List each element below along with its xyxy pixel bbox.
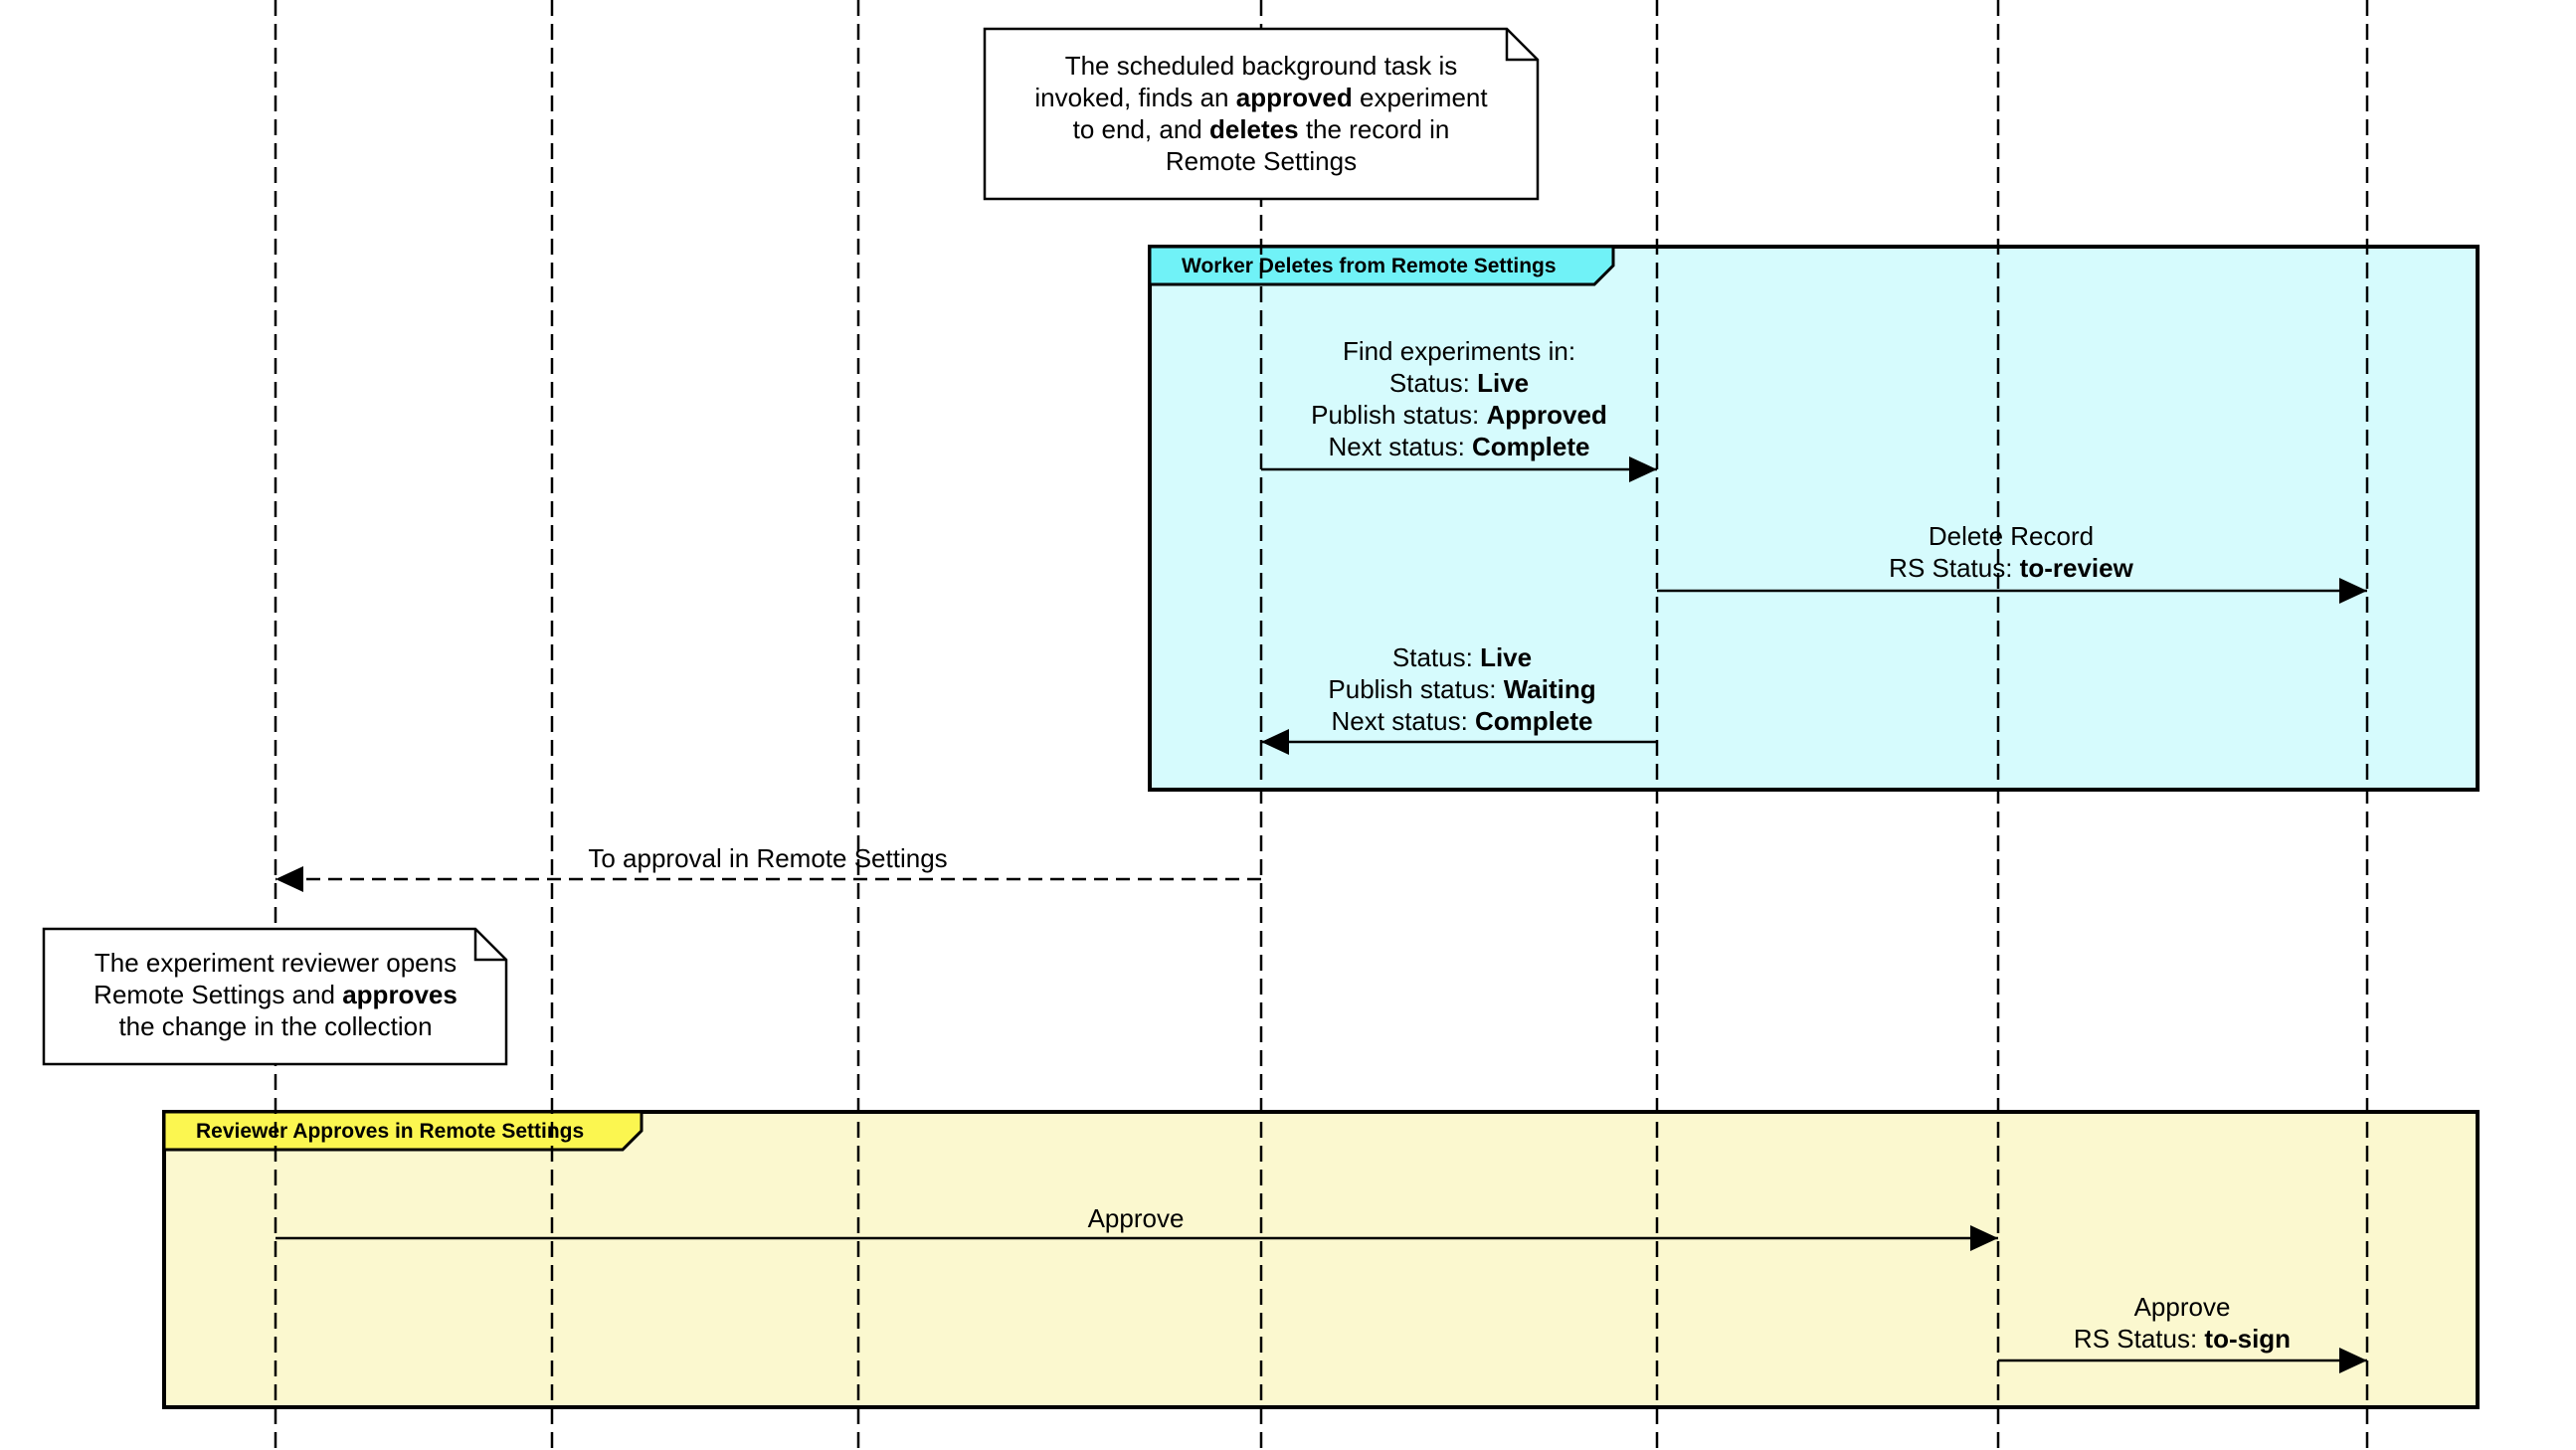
label-bold-run: Waiting (1504, 674, 1596, 704)
label-run: the record in (1299, 114, 1450, 144)
label-bold-run: to-review (2020, 553, 2134, 583)
frame-reviewer-approves: Reviewer Approves in Remote Settings (162, 1110, 2480, 1409)
message-approve-label: Approve (1088, 1203, 1185, 1233)
label-run: RS Status: (1889, 553, 2020, 583)
frame-reviewer-tab (162, 1110, 644, 1152)
label-bold-run: to-sign (2204, 1324, 2291, 1354)
message-to-approval-label: To approval in Remote Settings (588, 843, 947, 873)
label-run: Approve (1088, 1203, 1185, 1233)
label-run: The experiment reviewer opens (94, 948, 457, 978)
label-bold-run: Complete (1472, 432, 1589, 461)
note-scheduled-task-box (983, 27, 1540, 201)
label-run: Approve (2134, 1292, 2231, 1322)
label-run: to end, and (1073, 114, 1209, 144)
label-run: Delete Record (1929, 521, 2094, 551)
frame-reviewer-title: Reviewer Approves in Remote Settings (196, 1120, 584, 1143)
label-bold-run: approved (1236, 83, 1353, 112)
note-reviewer-opens-fold (473, 929, 506, 962)
frame-reviewer-body (162, 1110, 2480, 1409)
label-run: RS Status: (2074, 1324, 2205, 1354)
label-bold-run: Complete (1475, 706, 1592, 736)
label-bold-run: Live (1480, 642, 1532, 672)
label-run: invoked, finds an (1034, 83, 1235, 112)
label-run: To approval in Remote Settings (588, 843, 947, 873)
label-run: Status: (1389, 368, 1477, 398)
lifelines (274, 0, 2369, 1450)
label-run: Next status: (1332, 706, 1476, 736)
frame-worker-title: Worker Deletes from Remote Settings (1182, 255, 1557, 277)
label-run: Find experiments in: (1343, 336, 1575, 366)
label-run: Remote Settings (1166, 146, 1357, 176)
note-scheduled-task-fold (1505, 29, 1538, 62)
label-run: The scheduled background task is (1065, 51, 1458, 81)
label-run: Status: (1392, 642, 1480, 672)
message-to-approval: To approval in Remote Settings (276, 843, 1261, 892)
note-reviewer-opens-box (42, 927, 508, 1066)
frame-worker-deletes: Worker Deletes from Remote Settings (1148, 245, 2480, 792)
frame-worker-body (1148, 245, 2480, 792)
label-run: experiment (1353, 83, 1489, 112)
label-run: Next status: (1329, 432, 1473, 461)
label-run: Remote Settings and (93, 980, 342, 1009)
message-approve: Approve (276, 1203, 1998, 1251)
label-run: Publish status: (1328, 674, 1503, 704)
label-bold-run: Live (1477, 368, 1529, 398)
label-run: Publish status: (1311, 400, 1486, 430)
label-run: the change in the collection (118, 1011, 432, 1041)
label-bold-run: deletes (1209, 114, 1299, 144)
label-bold-run: Approved (1486, 400, 1606, 430)
frame-worker-tab (1148, 245, 1615, 286)
label-bold-run: approves (342, 980, 458, 1009)
